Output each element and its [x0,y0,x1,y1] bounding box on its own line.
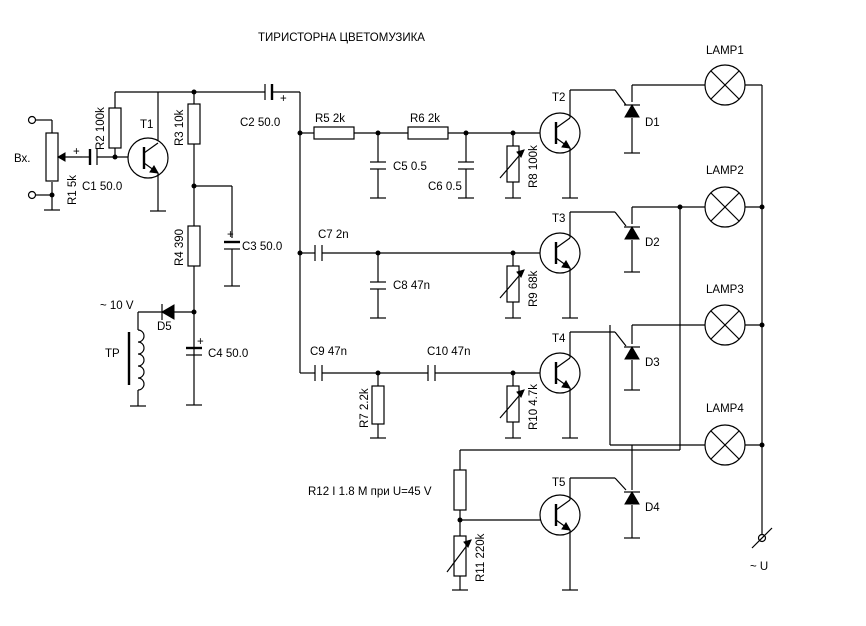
channel-2: C7 2n C8 47n R9 68k T3 [300,165,765,319]
resistor-r4: R4 390 [174,225,201,405]
input-label: Вх. [14,153,31,165]
capacitor-c3: + C3 50.0 [194,185,282,287]
resistor-r12: R12 I 1.8 M при U=45 V [308,207,681,523]
resistor-r9-label: R9 68k [528,270,540,307]
resistor-r2-label: R2 100k [95,107,107,150]
capacitor-c1: + C1 50.0 [73,146,138,193]
channel-3: C9 47n R7 2.2k C10 47n R10 4.7k [300,284,765,439]
lamp-3: LAMP3 [704,284,765,346]
lamp-4-label: LAMP4 [706,403,744,415]
resistor-r11: R11 220k [446,520,487,591]
transformer-tp: ~ 10 V TP [100,300,146,407]
capacitor-c7-label: C7 2n [318,229,349,241]
diode-d5: D5 [138,304,194,333]
channel-4: R12 I 1.8 M при U=45 V R11 220k T5 [308,207,765,591]
resistor-r6: R6 2k [407,113,449,140]
diode-d4-label: D4 [645,502,660,514]
capacitor-c9: C9 47n [300,346,428,381]
transistor-t2-label: T2 [552,92,565,104]
lamp-4: LAMP4 [704,403,765,466]
transistor-t5-label: T5 [552,477,565,489]
thyristor-d4: D4 [614,444,705,539]
transistor-t3: T3 [538,211,615,319]
lamp-3-label: LAMP3 [706,284,744,296]
capacitor-c7: C7 2n [300,229,544,261]
resistor-r1: R1 5k [45,132,82,205]
resistor-r10-label: R10 4.7k [528,384,540,430]
resistor-r4-label: R4 390 [174,229,186,266]
resistor-r1-label: R1 5k [67,175,79,205]
supply-label: ~ U [750,561,768,573]
diode-d1-label: D1 [645,117,660,129]
transistor-t2: T2 [538,89,615,199]
capacitor-c4-label: C4 50.0 [208,348,248,360]
capacitor-c4: + C4 50.0 [186,336,248,406]
capacitor-c10: C10 47n [427,346,544,381]
capacitor-c6: C6 0.5 [428,133,474,199]
diode-d5-label: D5 [157,321,172,333]
resistor-r9: R9 68k [499,253,540,319]
resistor-r8: R8 100k [499,133,540,199]
capacitor-c2-label: C2 50.0 [240,117,280,129]
capacitor-c1-label: C1 50.0 [82,181,122,193]
resistor-r2: R2 100k [95,92,122,160]
capacitor-c5: C5 0.5 [370,133,427,199]
thyristor-d3: D3 [614,324,705,391]
thyristor-d2: D2 [614,204,705,273]
resistor-r11-label: R11 220k [475,533,487,582]
transistor-t4: T4 [538,331,615,439]
resistor-r12-label: R12 I 1.8 M при U=45 V [308,486,432,498]
resistor-r8-label: R8 100k [528,145,540,188]
resistor-r3-label: R3 10k [174,109,186,146]
resistor-r7: R7 2.2k [359,373,386,439]
thyristor-d1: D1 [614,84,705,154]
capacitor-c9-label: C9 47n [310,346,347,358]
channel-1: R5 2k R6 2k C5 0.5 C6 0.5 [300,45,762,199]
transformer-voltage-label: ~ 10 V [100,300,134,312]
transistor-t3-label: T3 [552,213,565,225]
capacitor-c4-polarity: + [197,336,204,348]
capacitor-c1-polarity: + [73,146,80,158]
capacitor-c3-polarity: + [227,229,234,241]
lamp-2: LAMP2 [704,165,765,228]
resistor-r3: R3 10k [174,89,201,226]
capacitor-c8-label: C8 47n [393,280,430,292]
resistor-r5-label: R5 2k [315,113,345,125]
resistor-r6-label: R6 2k [410,113,440,125]
transistor-t5: T5 [538,477,615,591]
capacitor-c5-label: C5 0.5 [393,161,427,173]
capacitor-c10-label: C10 47n [427,346,470,358]
transistor-t1: T1 [115,91,194,212]
diagram-title: ТИРИСТОРНА ЦВЕТОМУЗИКА [258,32,425,44]
capacitor-c2-polarity: + [280,93,287,105]
lamp-1: LAMP1 [704,45,762,106]
transformer-label: TP [105,348,120,360]
capacitor-c6-label: C6 0.5 [428,181,462,193]
resistor-r10: R10 4.7k [499,373,540,439]
resistor-r5: R5 2k [313,113,355,140]
lamp-1-label: LAMP1 [706,45,744,57]
supply-rail: ~ U [750,85,773,573]
capacitor-c3-label: C3 50.0 [242,241,282,253]
lamp-2-label: LAMP2 [706,165,744,177]
diode-d3-label: D3 [645,357,660,369]
transistor-t4-label: T4 [552,333,566,345]
input-stage: Вх. [14,115,60,211]
capacitor-c8: C8 47n [370,253,430,319]
diode-d2-label: D2 [645,237,660,249]
resistor-r7-label: R7 2.2k [359,388,371,428]
transistor-t1-label: T1 [140,119,153,131]
capacitor-c2: + C2 50.0 [194,84,303,373]
